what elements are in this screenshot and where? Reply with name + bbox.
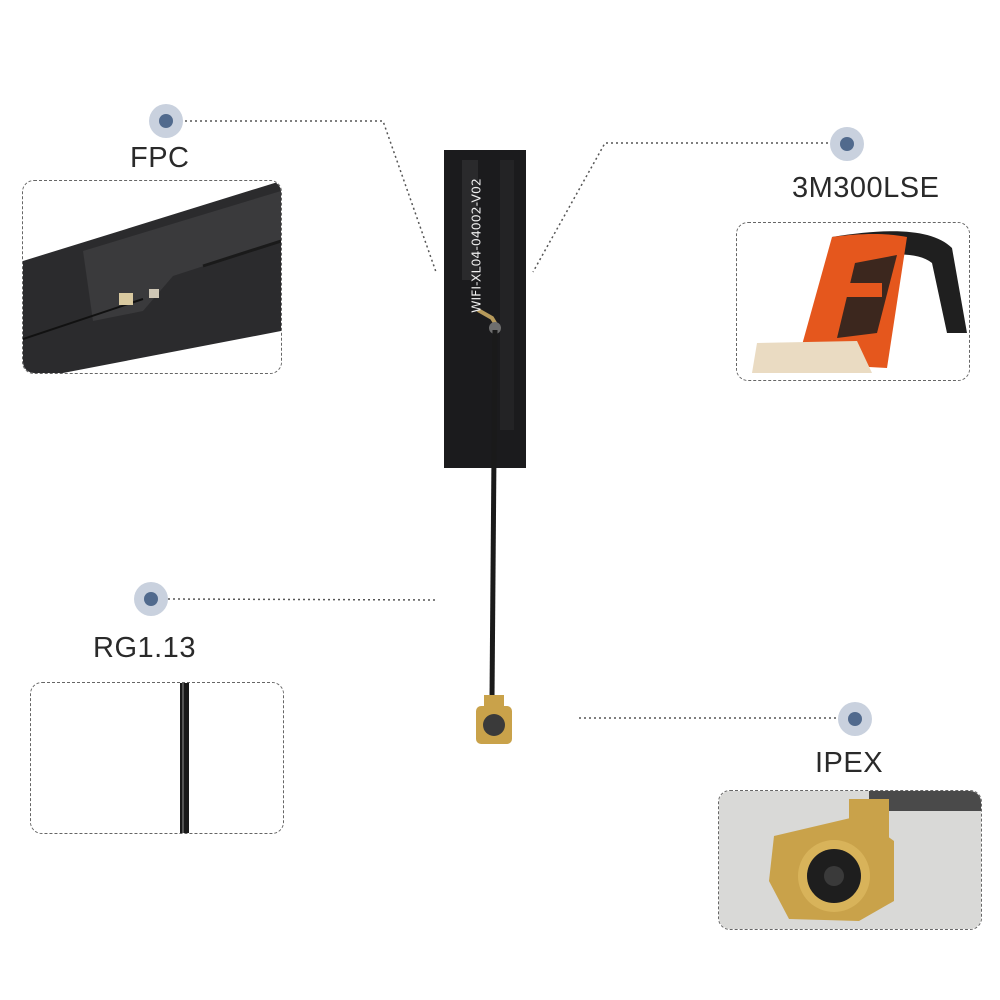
fpc-marker-dot <box>149 104 183 138</box>
fpc-detail-photo <box>23 181 281 373</box>
connector-marker-dot <box>838 702 872 736</box>
adhesive-detail-panel <box>736 222 970 381</box>
cable-leader-line <box>167 598 437 601</box>
cable-detail-panel <box>30 682 284 834</box>
cable-detail-photo <box>31 683 283 833</box>
adhesive-detail-photo <box>737 223 969 380</box>
connector-label: IPEX <box>815 747 884 779</box>
antenna-illustration <box>444 150 526 744</box>
fpc-label: FPC <box>130 142 190 174</box>
connector-detail-photo <box>719 791 981 929</box>
adhesive-label: 3M300LSE <box>792 172 940 204</box>
antenna-print-text: WIFI-XL04-04002-V02 <box>468 178 484 313</box>
adhesive-marker-dot <box>830 127 864 161</box>
cable-label: RG1.13 <box>93 632 196 664</box>
connector-detail-panel <box>718 790 982 930</box>
fpc-detail-panel <box>22 180 282 374</box>
adhesive-leader-line <box>532 142 848 273</box>
cable-marker-dot <box>134 582 168 616</box>
antenna-assembly: WIFI-XL04-04002-V02 <box>440 150 530 750</box>
